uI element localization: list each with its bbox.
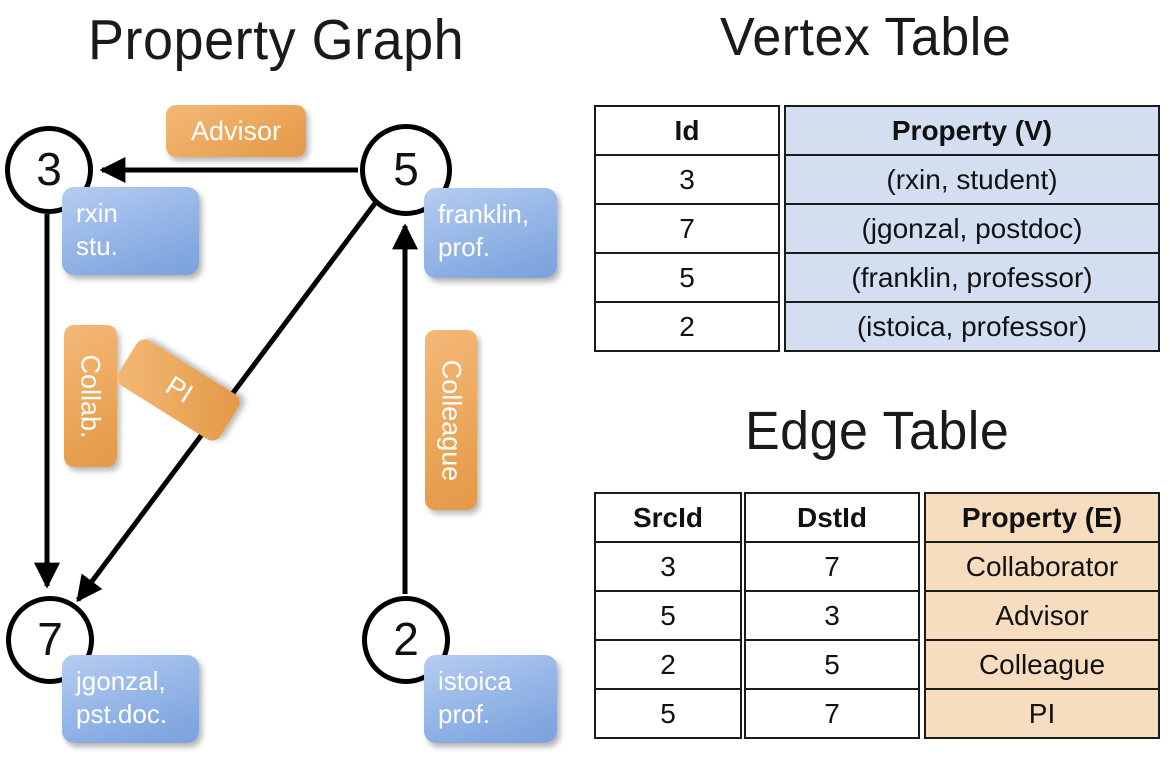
graph-node-5[interactable]: 5 <box>360 124 452 216</box>
edge-table-dstid-column: DstId 7 3 5 7 <box>744 492 920 739</box>
table-header-row: DstId <box>744 492 920 543</box>
graph-node-7-label: 7 <box>37 613 63 665</box>
vertex-property-box-5-line2: prof. <box>438 231 491 262</box>
vertex-cell-id: 7 <box>594 203 780 254</box>
vertex-cell-property: (istoica, professor) <box>784 301 1160 352</box>
vertex-property-box-7-line1: jgonzal, <box>76 666 166 696</box>
edge-header-srcid: SrcId <box>594 492 742 543</box>
edge-header-dstid: DstId <box>744 492 920 543</box>
graph-node-3-label: 3 <box>36 143 62 195</box>
edge-label-colleague: Colleague <box>425 330 477 510</box>
vertex-property-box-3-line2: stu. <box>76 230 118 261</box>
edge-cell-property: Colleague <box>924 639 1160 690</box>
table-row: Collaborator <box>924 541 1160 592</box>
edge-header-property: Property (E) <box>924 492 1160 543</box>
vertex-property-box-7-line2: pst.doc. <box>76 698 168 729</box>
vertex-header-property: Property (V) <box>784 105 1160 156</box>
graph-node-2-label: 2 <box>393 613 419 665</box>
table-row: 5 <box>594 688 742 739</box>
edge-cell-dstid: 7 <box>744 541 920 592</box>
edge-cell-srcid: 5 <box>594 590 742 641</box>
vertex-cell-property: (rxin, student) <box>784 154 1160 205</box>
vertex-cell-property: (franklin, professor) <box>784 252 1160 303</box>
table-row: Advisor <box>924 590 1160 641</box>
table-row: Colleague <box>924 639 1160 690</box>
table-row: (jgonzal, postdoc) <box>784 203 1160 254</box>
vertex-property-box-2-line2: prof. <box>438 698 491 729</box>
edge-label-collab-text: Collab. <box>76 353 107 439</box>
vertex-table-property-column: Property (V) (rxin, student) (jgonzal, p… <box>784 105 1160 352</box>
edge-label-collab: Collab. <box>64 325 117 467</box>
edge-table-property-column: Property (E) Collaborator Advisor Collea… <box>924 492 1160 739</box>
vertex-property-box-3: rxin stu. <box>62 187 199 275</box>
graph-node-2[interactable]: 2 <box>362 596 450 684</box>
table-row: 7 <box>744 541 920 592</box>
vertex-property-box-2-line1: istoica <box>438 666 512 696</box>
table-row: 3 <box>594 541 742 592</box>
edge-cell-property: Collaborator <box>924 541 1160 592</box>
page-title-vertex-table: Vertex Table <box>720 7 1012 68</box>
table-row: 3 <box>744 590 920 641</box>
table-row: 7 <box>594 203 780 254</box>
page-title-edge-table: Edge Table <box>745 401 1010 462</box>
table-row: 7 <box>744 688 920 739</box>
table-header-row: SrcId <box>594 492 742 543</box>
edge-cell-property: Advisor <box>924 590 1160 641</box>
edge-label-pi-text: PI <box>159 370 198 410</box>
vertex-property-box-5: franklin, prof. <box>424 188 557 278</box>
table-row: 5 <box>744 639 920 690</box>
vertex-cell-id: 5 <box>594 252 780 303</box>
edge-table-srcid-column: SrcId 3 5 2 5 <box>594 492 742 739</box>
edge-cell-dstid: 7 <box>744 688 920 739</box>
vertex-property-box-5-line1: franklin, <box>438 199 530 229</box>
table-row: PI <box>924 688 1160 739</box>
table-row: (rxin, student) <box>784 154 1160 205</box>
graph-node-5-label: 5 <box>393 143 419 195</box>
vertex-property-box-2: istoica prof. <box>424 655 557 743</box>
table-row: (franklin, professor) <box>784 252 1160 303</box>
vertex-cell-id: 3 <box>594 154 780 205</box>
table-row: 5 <box>594 252 780 303</box>
table-header-row: Property (V) <box>784 105 1160 156</box>
edge-cell-dstid: 5 <box>744 639 920 690</box>
edge-cell-dstid: 3 <box>744 590 920 641</box>
vertex-property-box-7: jgonzal, pst.doc. <box>62 655 199 743</box>
edge-label-advisor: Advisor <box>166 105 306 157</box>
edge-cell-srcid: 5 <box>594 688 742 739</box>
vertex-cell-id: 2 <box>594 301 780 352</box>
vertex-table-id-column: Id 3 7 5 2 <box>594 105 780 352</box>
table-row: 5 <box>594 590 742 641</box>
table-row: (istoica, professor) <box>784 301 1160 352</box>
table-header-row: Id <box>594 105 780 156</box>
vertex-header-id: Id <box>594 105 780 156</box>
page-title-property-graph: Property Graph <box>88 9 465 72</box>
table-row: 2 <box>594 639 742 690</box>
edge-cell-srcid: 3 <box>594 541 742 592</box>
edge-label-advisor-text: Advisor <box>190 115 282 146</box>
edge-cell-srcid: 2 <box>594 639 742 690</box>
vertex-property-box-3-line1: rxin <box>76 198 118 228</box>
edge-cell-property: PI <box>924 688 1160 739</box>
table-header-row: Property (E) <box>924 492 1160 543</box>
table-row: 3 <box>594 154 780 205</box>
vertex-cell-property: (jgonzal, postdoc) <box>784 203 1160 254</box>
edge-label-colleague-text: Colleague <box>436 359 467 481</box>
table-row: 2 <box>594 301 780 352</box>
